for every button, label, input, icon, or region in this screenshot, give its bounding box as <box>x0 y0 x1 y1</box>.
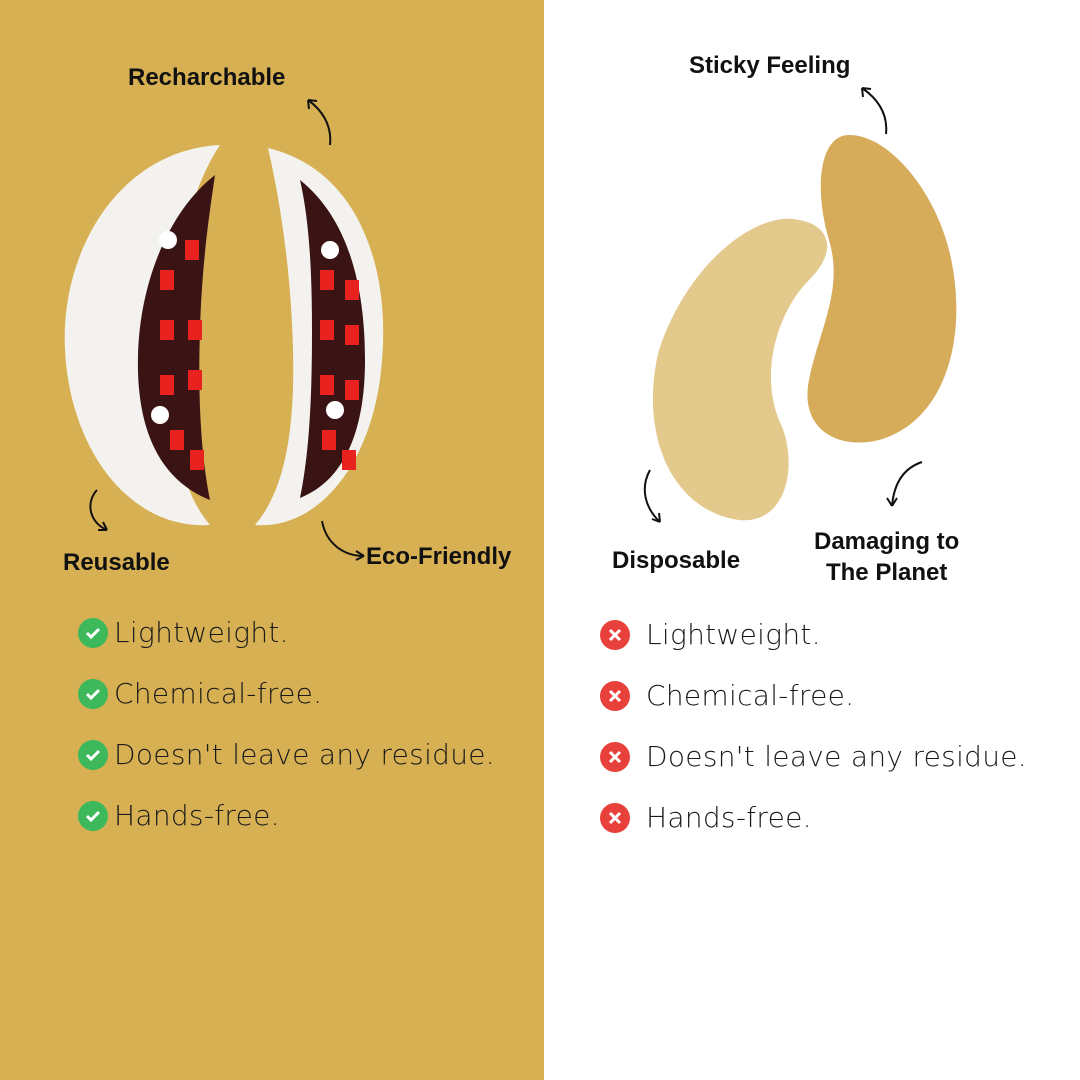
arrow-icon <box>307 99 332 146</box>
list-item: Doesn't leave any residue. <box>78 724 495 785</box>
label-damaging: Damaging to The Planet <box>814 526 959 588</box>
arrow-icon <box>861 87 888 135</box>
arrow-icon <box>886 461 923 507</box>
item-text: Chemical-free. <box>646 679 855 712</box>
list-item: Lightweight. <box>78 602 495 663</box>
arrow-icon <box>643 469 661 523</box>
x-circle-icon <box>600 619 630 650</box>
label-reusable: Reusable <box>63 549 170 576</box>
x-circle-icon <box>600 741 630 772</box>
item-text: Hands-free. <box>646 801 812 834</box>
x-circle-icon <box>600 802 630 833</box>
list-item: Chemical-free. <box>78 663 495 724</box>
eye-patches-image <box>652 135 957 521</box>
list-item: Hands-free. <box>78 785 495 846</box>
benefits-list: Lightweight. Chemical-free. Doesn't leav… <box>78 602 495 846</box>
label-recharchable: Recharchable <box>128 64 286 91</box>
item-text: Lightweight. <box>114 616 289 649</box>
list-item: Lightweight. <box>600 604 1027 665</box>
drawbacks-list: Lightweight. Chemical-free. Doesn't leav… <box>600 604 1027 848</box>
arrow-icon <box>89 489 108 531</box>
check-circle-icon <box>78 739 108 770</box>
list-item: Doesn't leave any residue. <box>600 726 1027 787</box>
label-disposable: Disposable <box>612 547 741 574</box>
item-text: Lightweight. <box>646 618 821 651</box>
led-device-panel: Recharchable Reusable Eco-Friendly Light… <box>0 0 544 1080</box>
item-text: Hands-free. <box>114 799 280 832</box>
check-circle-icon <box>78 678 108 709</box>
check-circle-icon <box>78 800 108 831</box>
item-text: Doesn't leave any residue. <box>646 740 1028 773</box>
label-sticky-feeling: Sticky Feeling <box>689 52 851 79</box>
label-eco-friendly: Eco-Friendly <box>366 543 512 570</box>
label-damaging-line1: Damaging to <box>814 528 960 555</box>
item-text: Doesn't leave any residue. <box>114 738 496 771</box>
arrow-icon <box>321 520 365 561</box>
label-damaging-line2: The Planet <box>825 559 948 586</box>
list-item: Hands-free. <box>600 787 1027 848</box>
eye-patch-panel: Sticky Feeling Disposable Damaging to The… <box>544 0 1080 1080</box>
item-text: Chemical-free. <box>114 677 323 710</box>
list-item: Chemical-free. <box>600 665 1027 726</box>
x-circle-icon <box>600 680 630 711</box>
check-circle-icon <box>78 617 108 648</box>
led-eye-device-image <box>64 145 384 526</box>
